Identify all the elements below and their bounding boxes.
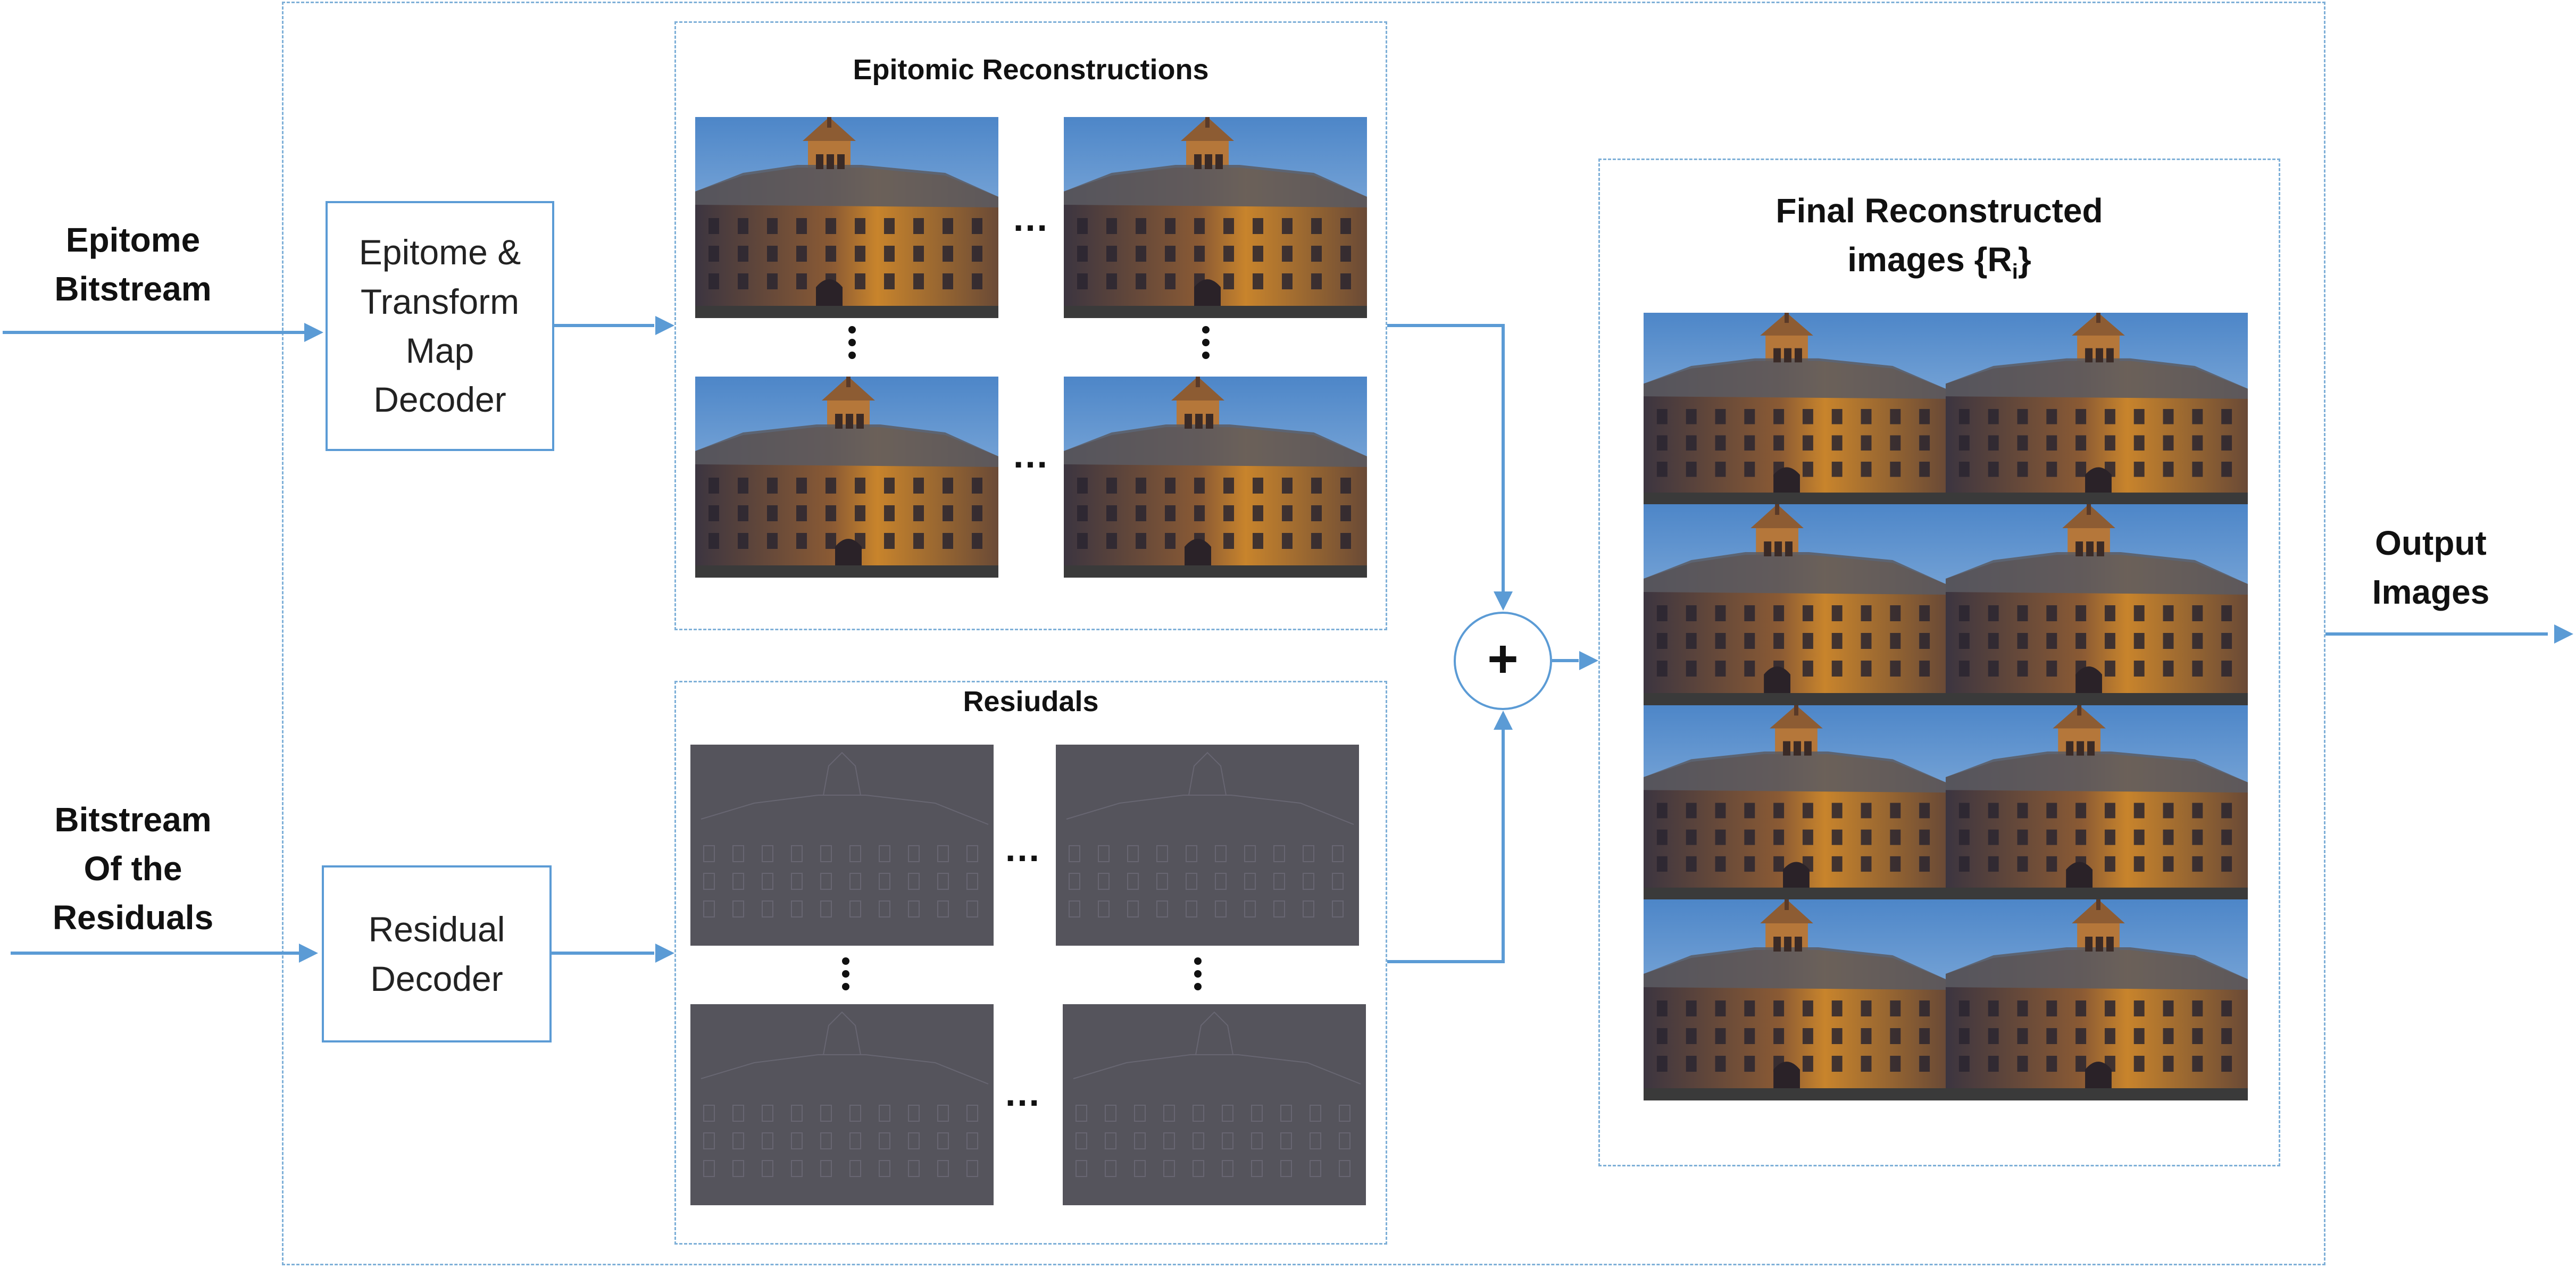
vertical-ellipsis-icon bbox=[839, 955, 852, 993]
horizontal-ellipsis-icon: … bbox=[1004, 1072, 1044, 1114]
residuals-title: Resiudals bbox=[963, 686, 1099, 718]
final-image bbox=[1644, 899, 1946, 1100]
epitome-transform-map-decoder: Epitome & Transform Map Decoder bbox=[326, 201, 554, 451]
arrowhead-icon bbox=[655, 944, 674, 963]
output-images-label: Output Images bbox=[2372, 524, 2490, 611]
arrowhead-icon bbox=[1494, 711, 1513, 730]
final-image bbox=[1946, 313, 2248, 504]
final-reconstructed-panel bbox=[1598, 158, 2280, 1166]
epitomic-image bbox=[1064, 377, 1367, 578]
epitomic-image bbox=[695, 117, 998, 318]
residual-image bbox=[1056, 745, 1359, 946]
residual-image bbox=[1063, 1004, 1366, 1205]
plus-icon: + bbox=[1487, 629, 1519, 689]
epitomic-image bbox=[695, 377, 998, 578]
outer-system-boundary bbox=[282, 2, 2325, 1265]
final-image bbox=[1946, 899, 2248, 1100]
vertical-ellipsis-icon bbox=[846, 323, 858, 362]
adder-circle: + bbox=[1454, 612, 1552, 710]
arrowhead-icon bbox=[655, 316, 674, 335]
residual-image bbox=[690, 745, 994, 946]
final-image bbox=[1644, 504, 1946, 705]
final-image bbox=[1644, 313, 1946, 504]
arrowhead-icon bbox=[1494, 591, 1513, 611]
vertical-ellipsis-icon bbox=[1191, 955, 1204, 993]
horizontal-ellipsis-icon: … bbox=[1012, 434, 1052, 476]
horizontal-ellipsis-icon: … bbox=[1012, 197, 1052, 239]
arrowhead-icon bbox=[304, 323, 323, 342]
arrow-epitomic-to-adder bbox=[1387, 324, 1505, 591]
residual-bitstream-label: Bitstream Of the Residuals bbox=[52, 800, 214, 937]
epitomic-reconstructions-panel bbox=[674, 21, 1387, 630]
arrow-residuals-to-adder bbox=[1387, 730, 1505, 963]
arrowhead-icon bbox=[299, 944, 318, 963]
final-image bbox=[1946, 705, 2248, 899]
vertical-ellipsis-icon bbox=[1199, 323, 1212, 362]
residual-image bbox=[690, 1004, 994, 1205]
arrowhead-icon bbox=[2554, 624, 2573, 644]
epitomic-reconstructions-title: Epitomic Reconstructions bbox=[853, 54, 1209, 86]
final-reconstructed-title: Final Reconstructed images {Ri} bbox=[1775, 191, 2103, 283]
horizontal-ellipsis-icon: … bbox=[1004, 828, 1044, 869]
arrowhead-icon bbox=[1579, 651, 1598, 670]
residuals-panel bbox=[674, 681, 1387, 1245]
final-image bbox=[1644, 705, 1946, 899]
epitomic-image bbox=[1064, 117, 1367, 318]
residual-decoder: Residual Decoder bbox=[322, 865, 552, 1042]
final-image bbox=[1946, 504, 2248, 705]
epitome-bitstream-label: Epitome Bitstream bbox=[54, 221, 212, 308]
